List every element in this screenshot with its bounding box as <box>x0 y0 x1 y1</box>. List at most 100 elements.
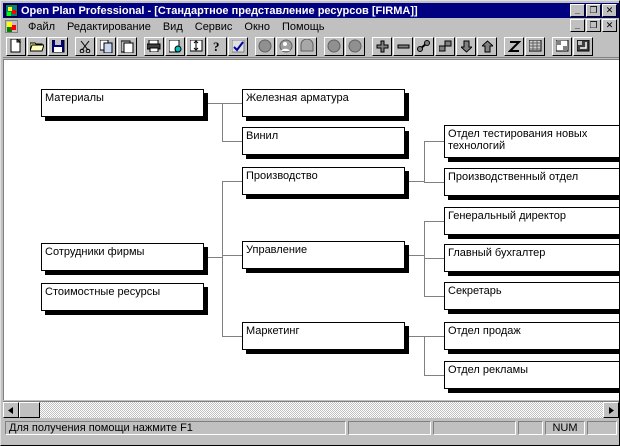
remove-minus-icon[interactable] <box>393 36 413 56</box>
tree-connector <box>222 336 242 337</box>
menu-item-help[interactable]: Помощь <box>281 20 325 33</box>
tree-node-label: Главный бухгалтер <box>448 247 546 259</box>
add-plus-icon[interactable] <box>372 36 392 56</box>
tree-connector <box>424 258 444 259</box>
mdi-window-buttons: _ ❐ ✕ <box>569 19 617 32</box>
resource-circle-icon[interactable] <box>255 36 275 56</box>
tree-node-label: Сотрудники фирмы <box>45 246 145 258</box>
tree-connector <box>222 103 223 141</box>
tree-node-proiz_otdel[interactable]: Производственный отдел <box>444 168 619 196</box>
move-up-icon[interactable] <box>477 36 497 56</box>
tree-node-sotrudniki[interactable]: Сотрудники фирмы <box>41 243 204 271</box>
status-pane-3 <box>518 421 543 435</box>
window-buttons: _ ❐ ✕ <box>569 4 617 17</box>
grid-table-icon[interactable] <box>525 36 545 56</box>
tree-node-label: Отдел тестирования новых технологий <box>448 128 588 152</box>
tree-node-label: Генеральный директор <box>448 210 566 222</box>
tree-node-zhelezo[interactable]: Железная арматура <box>242 89 405 117</box>
scroll-left-icon[interactable] <box>3 402 19 418</box>
layout-icon[interactable] <box>552 36 572 56</box>
filled-circle2-icon[interactable] <box>345 36 365 56</box>
tree-connector <box>424 141 444 142</box>
scroll-right-icon[interactable] <box>603 402 619 418</box>
scrollbar-track[interactable] <box>19 402 603 418</box>
copy-icon[interactable] <box>96 36 116 56</box>
paste-icon[interactable] <box>117 36 137 56</box>
tree-node-label: Маркетинг <box>246 325 300 337</box>
tree-node-upravlenie[interactable]: Управление <box>242 241 405 269</box>
tree-node-gen_director[interactable]: Генеральный директор <box>444 207 619 235</box>
mdi-restore-button[interactable]: ❐ <box>586 19 601 32</box>
menu-item-service[interactable]: Сервис <box>194 20 233 33</box>
tree-connector <box>222 103 242 104</box>
menu-item-edit[interactable]: Редактирование <box>67 20 151 33</box>
tree-connector <box>424 141 425 182</box>
tree-node-otdel_reklamy[interactable]: Отдел рекламы <box>444 361 619 389</box>
tree-node-marketing[interactable]: Маркетинг <box>242 322 405 350</box>
tree-node-materialy[interactable]: Материалы <box>41 89 204 117</box>
tree-connector <box>424 221 444 222</box>
tree-node-proizvodstvo[interactable]: Производство <box>242 167 405 195</box>
tree-node-label: Управление <box>246 244 308 256</box>
tree-node-label: Винил <box>246 130 279 142</box>
new-file-icon[interactable] <box>6 36 26 56</box>
step-icon[interactable] <box>435 36 455 56</box>
cut-scissors-icon[interactable] <box>75 36 95 56</box>
filled-circle-icon[interactable] <box>324 36 344 56</box>
open-folder-icon[interactable] <box>27 36 47 56</box>
toolbar: ? <box>3 35 619 58</box>
mdi-minimize-button[interactable]: _ <box>570 19 585 32</box>
tree-connector <box>424 336 444 337</box>
tree-connector <box>424 336 425 375</box>
horizontal-scrollbar[interactable] <box>3 401 619 418</box>
tree-node-sekretar[interactable]: Секретарь <box>444 282 619 310</box>
tree-connector <box>204 257 222 258</box>
tree-node-gl_buhgalter[interactable]: Главный бухгалтер <box>444 244 619 272</box>
tree-node-otdel_prodazh[interactable]: Отдел продаж <box>444 322 619 350</box>
expand-icon[interactable] <box>573 36 593 56</box>
tree-connector <box>424 296 444 297</box>
tree-connector <box>405 336 424 337</box>
move-down-icon[interactable] <box>456 36 476 56</box>
print-preview-icon[interactable] <box>165 36 185 56</box>
close-button[interactable]: ✕ <box>602 4 617 17</box>
tree-node-label: Железная арматура <box>246 92 349 104</box>
minimize-button[interactable]: _ <box>570 4 585 17</box>
tree-node-vinil[interactable]: Винил <box>242 127 405 155</box>
title-bar[interactable]: Open Plan Professional - [Стандартное пр… <box>3 3 619 18</box>
sort-icon[interactable] <box>186 36 206 56</box>
help-question-icon[interactable]: ? <box>207 36 227 56</box>
status-pane-5 <box>587 421 617 435</box>
tree-connector <box>222 255 242 256</box>
resource-shape-icon[interactable] <box>297 36 317 56</box>
link-icon[interactable] <box>414 36 434 56</box>
zigzag-icon[interactable] <box>504 36 524 56</box>
open-plan-icon[interactable] <box>5 4 18 17</box>
tree-node-label: Материалы <box>45 92 104 104</box>
document-icon[interactable] <box>5 20 18 33</box>
mdi-close-button[interactable]: ✕ <box>602 19 617 32</box>
menu-item-file[interactable]: Файл <box>28 20 56 33</box>
window-title: Open Plan Professional - [Стандартное пр… <box>21 4 418 17</box>
menu-item-window[interactable]: Окно <box>244 20 270 33</box>
tree-node-otdel_test[interactable]: Отдел тестирования новых технологий <box>444 125 619 158</box>
tree-node-label: Отдел рекламы <box>448 364 529 376</box>
tree-node-label: Производственный отдел <box>448 171 579 183</box>
scrollbar-thumb[interactable] <box>19 402 40 418</box>
menu-item-view[interactable]: Вид <box>162 20 183 33</box>
tree-node-label: Стоимостные ресурсы <box>45 286 161 298</box>
menu-bar: Файл Редактирование Вид Сервис Окно Помо… <box>3 19 619 34</box>
tree-node-stoimostnye[interactable]: Стоимостные ресурсы <box>41 283 204 311</box>
spell-check-icon[interactable] <box>228 36 248 56</box>
tree-node-label: Отдел продаж <box>448 325 521 337</box>
status-bar: Для получения помощи нажмите F1 NUM <box>3 419 619 437</box>
restore-button[interactable]: ❐ <box>586 4 601 17</box>
status-num-indicator: NUM <box>545 421 585 435</box>
tree-node-label: Производство <box>246 170 318 182</box>
save-disk-icon[interactable] <box>48 36 68 56</box>
resource-person-icon[interactable] <box>276 36 296 56</box>
print-icon[interactable] <box>144 36 164 56</box>
status-pane-1 <box>348 421 431 435</box>
